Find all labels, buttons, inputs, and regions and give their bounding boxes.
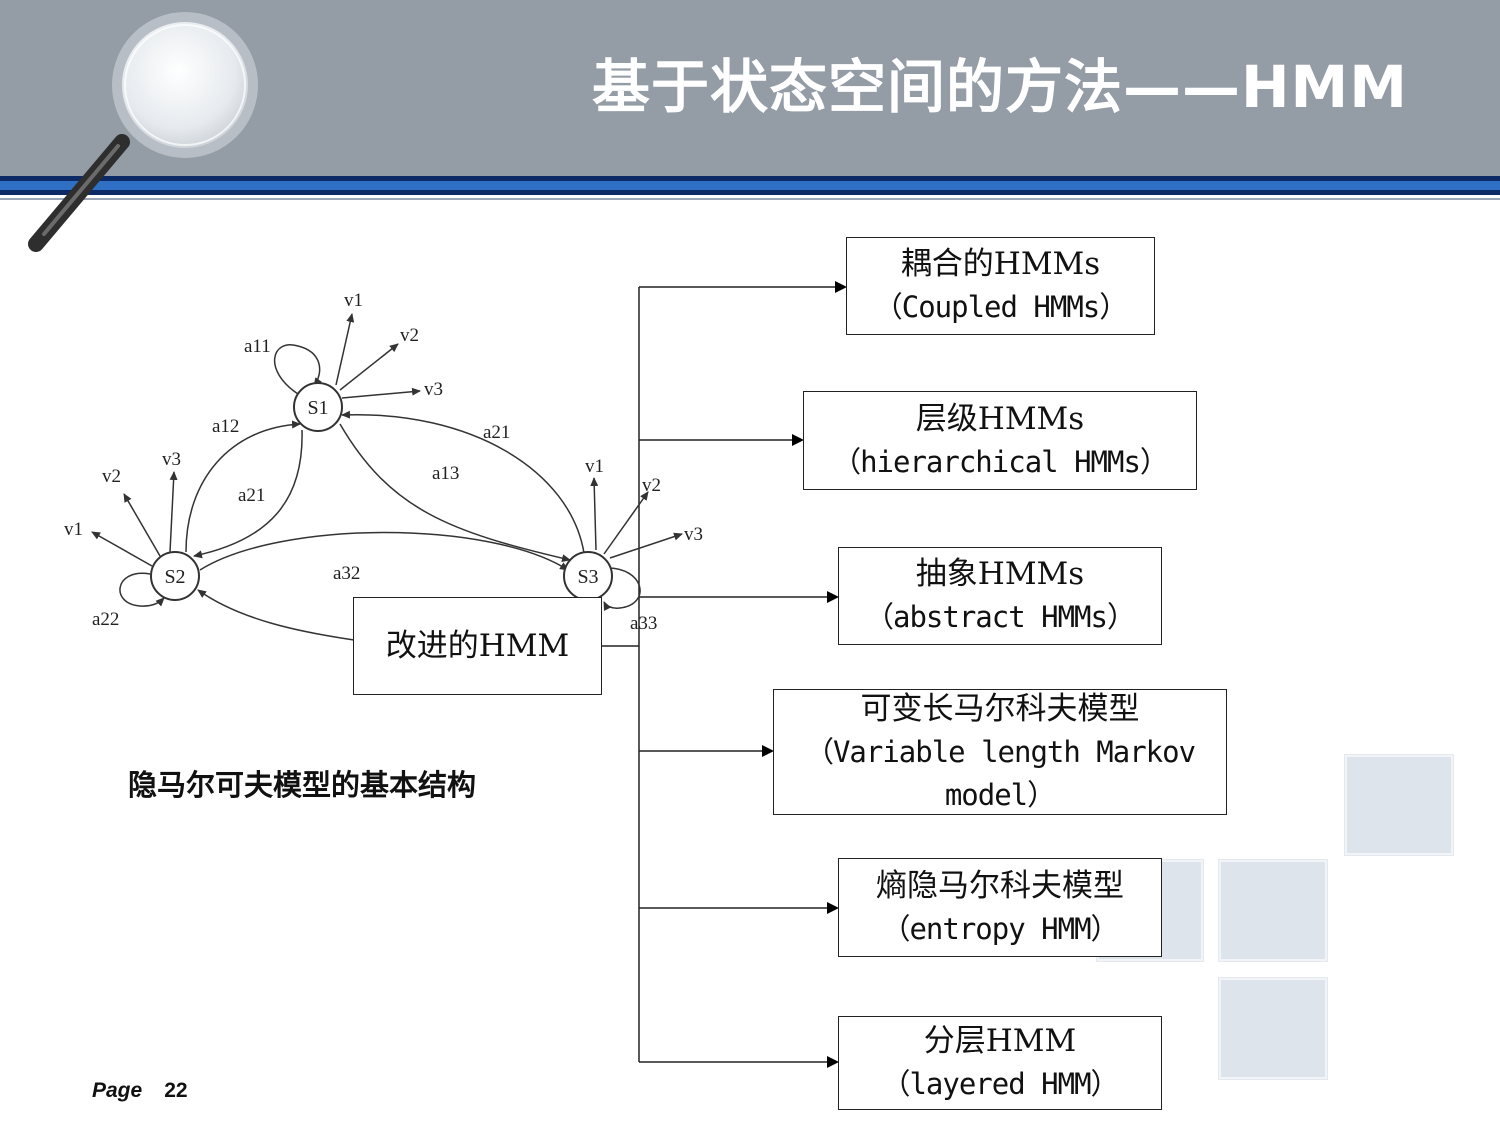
label-a12: a12 xyxy=(212,416,239,437)
page-number: 22 xyxy=(164,1079,188,1102)
svg-text:S1: S1 xyxy=(307,397,328,419)
variant-subtitle: （Variable length Markov xyxy=(804,734,1196,769)
transition-s2-s3 xyxy=(199,531,569,571)
variant-title: 耦合的HMMs xyxy=(900,246,1101,282)
page-footer: Page 22 xyxy=(92,1079,188,1103)
deco-square xyxy=(1345,755,1453,855)
emission-s1-v2 xyxy=(339,343,399,391)
self-loop-a11 xyxy=(273,344,322,395)
transition-a21-top xyxy=(341,410,585,554)
variant-subtitle: （hierarchical HMMs） xyxy=(832,444,1169,479)
variant-subtitle: （abstract HMMs） xyxy=(865,600,1136,634)
emission-s2-v1 xyxy=(91,531,153,567)
label-s1-v2: v2 xyxy=(400,325,419,346)
label-a33: a33 xyxy=(630,613,657,634)
deco-square xyxy=(1219,978,1327,1079)
variant-title: 层级HMMs xyxy=(915,400,1085,437)
self-loop-a33 xyxy=(603,567,641,611)
header-stripe xyxy=(0,176,1500,200)
variant-title: 抽象HMMs xyxy=(915,556,1085,592)
variant-box-hierarchical: 层级HMMs （hierarchical HMMs） xyxy=(803,391,1197,490)
state-s3: S3 xyxy=(563,551,613,601)
connector-tree xyxy=(602,281,847,1068)
label-s2-v3: v3 xyxy=(162,449,181,470)
label-s2-v2: v2 xyxy=(102,466,121,487)
emission-s2-v3 xyxy=(169,471,178,553)
state-s1: S1 xyxy=(293,382,343,432)
label-s1-v3: v3 xyxy=(424,379,443,400)
transition-a32 xyxy=(197,589,355,641)
emission-s1-v1 xyxy=(335,313,355,386)
emission-s3-v1 xyxy=(590,477,599,551)
variant-subtitle: （layered HMM） xyxy=(881,1067,1119,1101)
magnifier-icon xyxy=(28,12,258,252)
improved-hmm-label: 改进的HMM xyxy=(385,627,570,664)
deco-square xyxy=(1219,860,1327,961)
emission-s1-v3 xyxy=(341,387,421,399)
self-loop-a22 xyxy=(119,572,165,607)
label-s3-v1: v1 xyxy=(585,456,604,477)
emission-s3-v2 xyxy=(603,491,649,555)
variant-title: 分层HMM xyxy=(923,1023,1077,1059)
variant-box-entropy: 熵隐马尔科夫模型 （entropy HMM） xyxy=(838,858,1162,957)
variant-subtitle: （entropy HMM） xyxy=(881,911,1119,946)
label-a22: a22 xyxy=(92,609,119,630)
variant-box-abstract: 抽象HMMs （abstract HMMs） xyxy=(838,547,1162,645)
variant-subtitle: （Coupled HMMs） xyxy=(873,290,1129,324)
label-a21-top: a21 xyxy=(483,422,510,443)
transition-a21-inner xyxy=(193,429,303,559)
variant-box-layered: 分层HMM （layered HMM） xyxy=(838,1016,1162,1110)
transition-a13 xyxy=(339,423,571,563)
label-a13: a13 xyxy=(432,463,459,484)
variant-box-coupled: 耦合的HMMs （Coupled HMMs） xyxy=(846,237,1155,335)
label-a21-inner: a21 xyxy=(238,485,265,506)
variant-title: 熵隐马尔科夫模型 xyxy=(876,867,1124,904)
diagram-caption: 隐马尔可夫模型的基本结构 xyxy=(128,768,477,802)
label-s3-v2: v2 xyxy=(642,475,661,496)
label-s2-v1: v1 xyxy=(64,519,83,540)
variant-box-variable-length: 可变长马尔科夫模型 （Variable length Markov model） xyxy=(773,689,1227,815)
svg-text:S2: S2 xyxy=(164,566,185,588)
variant-subtitle-line2: model） xyxy=(944,777,1056,812)
emission-s3-v3 xyxy=(609,532,683,559)
label-s1-v1: v1 xyxy=(344,290,363,311)
slide-title: 基于状态空间的方法——HMM xyxy=(592,53,1408,121)
svg-text:S3: S3 xyxy=(577,566,598,588)
label-a32: a32 xyxy=(333,563,360,584)
emission-s2-v2 xyxy=(123,493,161,557)
state-s2: S2 xyxy=(150,551,200,601)
improved-hmm-box: 改进的HMM xyxy=(353,597,602,695)
transition-a12 xyxy=(185,420,301,553)
variant-title: 可变长马尔科夫模型 xyxy=(860,690,1140,727)
page-label: Page xyxy=(92,1079,143,1102)
label-a11: a11 xyxy=(244,336,271,357)
label-s3-v3: v3 xyxy=(684,524,703,545)
